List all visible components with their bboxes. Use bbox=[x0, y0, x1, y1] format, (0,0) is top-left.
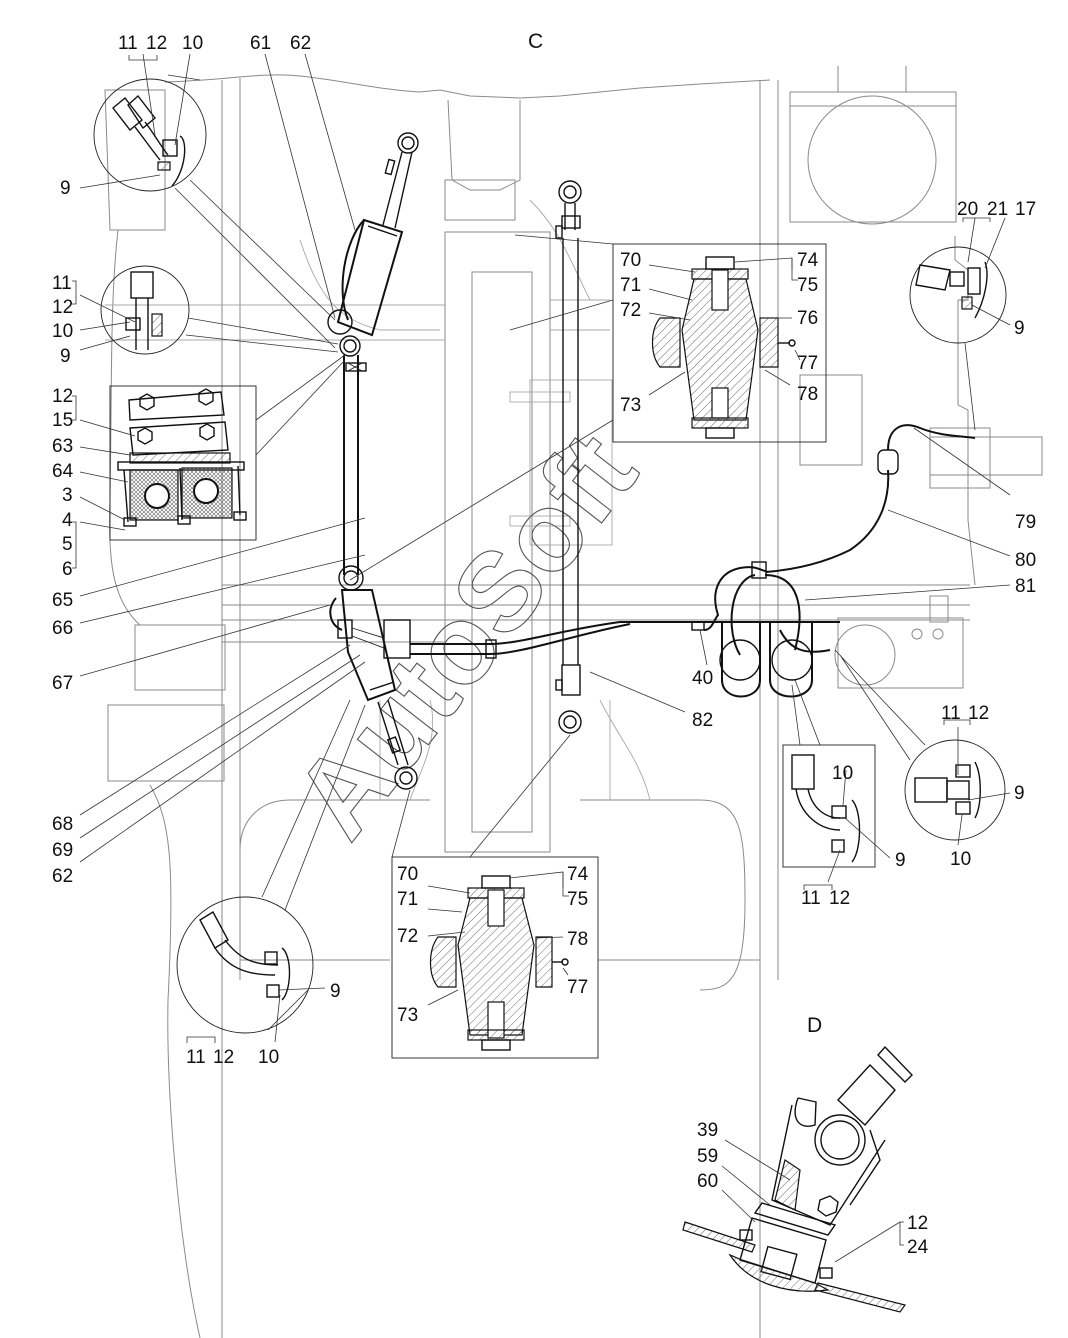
background-frame bbox=[104, 66, 1043, 1338]
callout-label: 15 bbox=[52, 410, 73, 431]
callout-label: 39 bbox=[697, 1120, 718, 1141]
callout-label: 20 bbox=[957, 199, 978, 220]
view-title-d: D bbox=[807, 1014, 822, 1037]
callout-label: 9 bbox=[330, 981, 341, 1002]
detail-circle-left-small bbox=[100, 265, 339, 355]
callout-label: 73 bbox=[397, 1005, 418, 1026]
callout-label: 9 bbox=[60, 346, 71, 367]
callout-label: 12 bbox=[146, 33, 167, 54]
callout-label: 66 bbox=[52, 618, 73, 639]
callout-label: 68 bbox=[52, 814, 73, 835]
callout-label: 74 bbox=[567, 864, 589, 885]
callout-label: 67 bbox=[52, 673, 73, 694]
detail-d-universal-joint bbox=[682, 1045, 913, 1313]
detail-box-bearing-upper bbox=[349, 234, 827, 581]
callout-labels: 11 12 10 9 61 62 11 12 10 9 12 15 63 64 … bbox=[52, 33, 1036, 1258]
leader-lines bbox=[79, 53, 1011, 1263]
callout-label: 82 bbox=[692, 710, 713, 731]
callout-label: 10 bbox=[832, 763, 853, 784]
callout-label: 70 bbox=[620, 250, 641, 271]
callout-label: 17 bbox=[1015, 199, 1036, 220]
callout-label: 9 bbox=[895, 850, 906, 871]
callout-label: 62 bbox=[290, 33, 311, 54]
callout-label: 4 bbox=[62, 510, 73, 531]
callout-label: 10 bbox=[52, 321, 73, 342]
callout-label: 10 bbox=[182, 33, 203, 54]
detail-circle-top-left bbox=[93, 74, 336, 349]
callout-label: 77 bbox=[567, 977, 588, 998]
callout-label: 65 bbox=[52, 590, 73, 611]
view-title-c: C bbox=[528, 30, 543, 53]
detail-box-elbow bbox=[782, 679, 876, 868]
callout-label: 72 bbox=[620, 300, 641, 321]
callout-label: 78 bbox=[567, 929, 588, 950]
hose-lines bbox=[410, 424, 976, 698]
detail-circle-right-straight bbox=[834, 649, 1006, 841]
callout-label: 40 bbox=[692, 668, 713, 689]
callout-label: 63 bbox=[52, 436, 73, 457]
callout-label: 79 bbox=[1015, 512, 1036, 533]
callout-label: 78 bbox=[797, 384, 818, 405]
callout-label: 21 bbox=[987, 199, 1008, 220]
detail-box-bearing-lower bbox=[391, 734, 599, 1059]
callout-label: 3 bbox=[62, 485, 73, 506]
callout-label: 12 bbox=[968, 703, 989, 724]
detail-circle-right-top bbox=[909, 246, 1007, 431]
vertical-tie-rod bbox=[555, 180, 582, 734]
callout-label: 9 bbox=[60, 178, 71, 199]
callout-label: 10 bbox=[258, 1047, 279, 1068]
callout-label: 61 bbox=[250, 33, 271, 54]
callout-label: 72 bbox=[397, 926, 418, 947]
callout-label: 5 bbox=[62, 534, 73, 555]
callout-label: 9 bbox=[1014, 783, 1025, 804]
callout-label: 80 bbox=[1015, 550, 1036, 571]
callout-label: 73 bbox=[620, 395, 641, 416]
callout-label: 75 bbox=[797, 275, 818, 296]
watermark-text: AutoSoft bbox=[270, 410, 660, 859]
callout-brackets bbox=[72, 55, 991, 1246]
callout-label: 60 bbox=[697, 1171, 718, 1192]
lower-cylinder bbox=[329, 565, 418, 790]
detail-circle-bottom-left bbox=[176, 699, 366, 1034]
callout-label: 9 bbox=[1014, 318, 1025, 339]
callout-label: 24 bbox=[907, 1237, 929, 1258]
callout-label: 76 bbox=[797, 308, 818, 329]
callout-label: 6 bbox=[62, 559, 73, 580]
callout-label: 11 bbox=[186, 1047, 206, 1068]
callout-label: 12 bbox=[213, 1047, 234, 1068]
callout-label: 12 bbox=[907, 1213, 928, 1234]
upper-cylinder bbox=[327, 132, 419, 575]
callout-label: 64 bbox=[52, 461, 74, 482]
callout-label: 11 bbox=[941, 703, 961, 724]
callout-label: 81 bbox=[1015, 576, 1036, 597]
callout-label: 75 bbox=[567, 889, 588, 910]
callout-label: 12 bbox=[52, 386, 73, 407]
callout-label: 77 bbox=[797, 353, 818, 374]
callout-label: 69 bbox=[52, 840, 73, 861]
callout-label: 11 bbox=[118, 33, 138, 54]
callout-label: 71 bbox=[397, 889, 418, 910]
callout-label: 12 bbox=[52, 297, 73, 318]
callout-label: 10 bbox=[950, 849, 971, 870]
callout-label: 12 bbox=[829, 888, 850, 909]
callout-label: 70 bbox=[397, 864, 418, 885]
callout-label: 11 bbox=[52, 273, 72, 294]
detail-box-clamp bbox=[109, 354, 346, 541]
callout-label: 71 bbox=[620, 275, 641, 296]
callout-label: 59 bbox=[697, 1146, 718, 1167]
callout-label: 11 bbox=[801, 888, 821, 909]
callout-label: 74 bbox=[797, 250, 819, 271]
watermark: AutoSoft bbox=[270, 410, 661, 861]
callout-label: 62 bbox=[52, 866, 73, 887]
